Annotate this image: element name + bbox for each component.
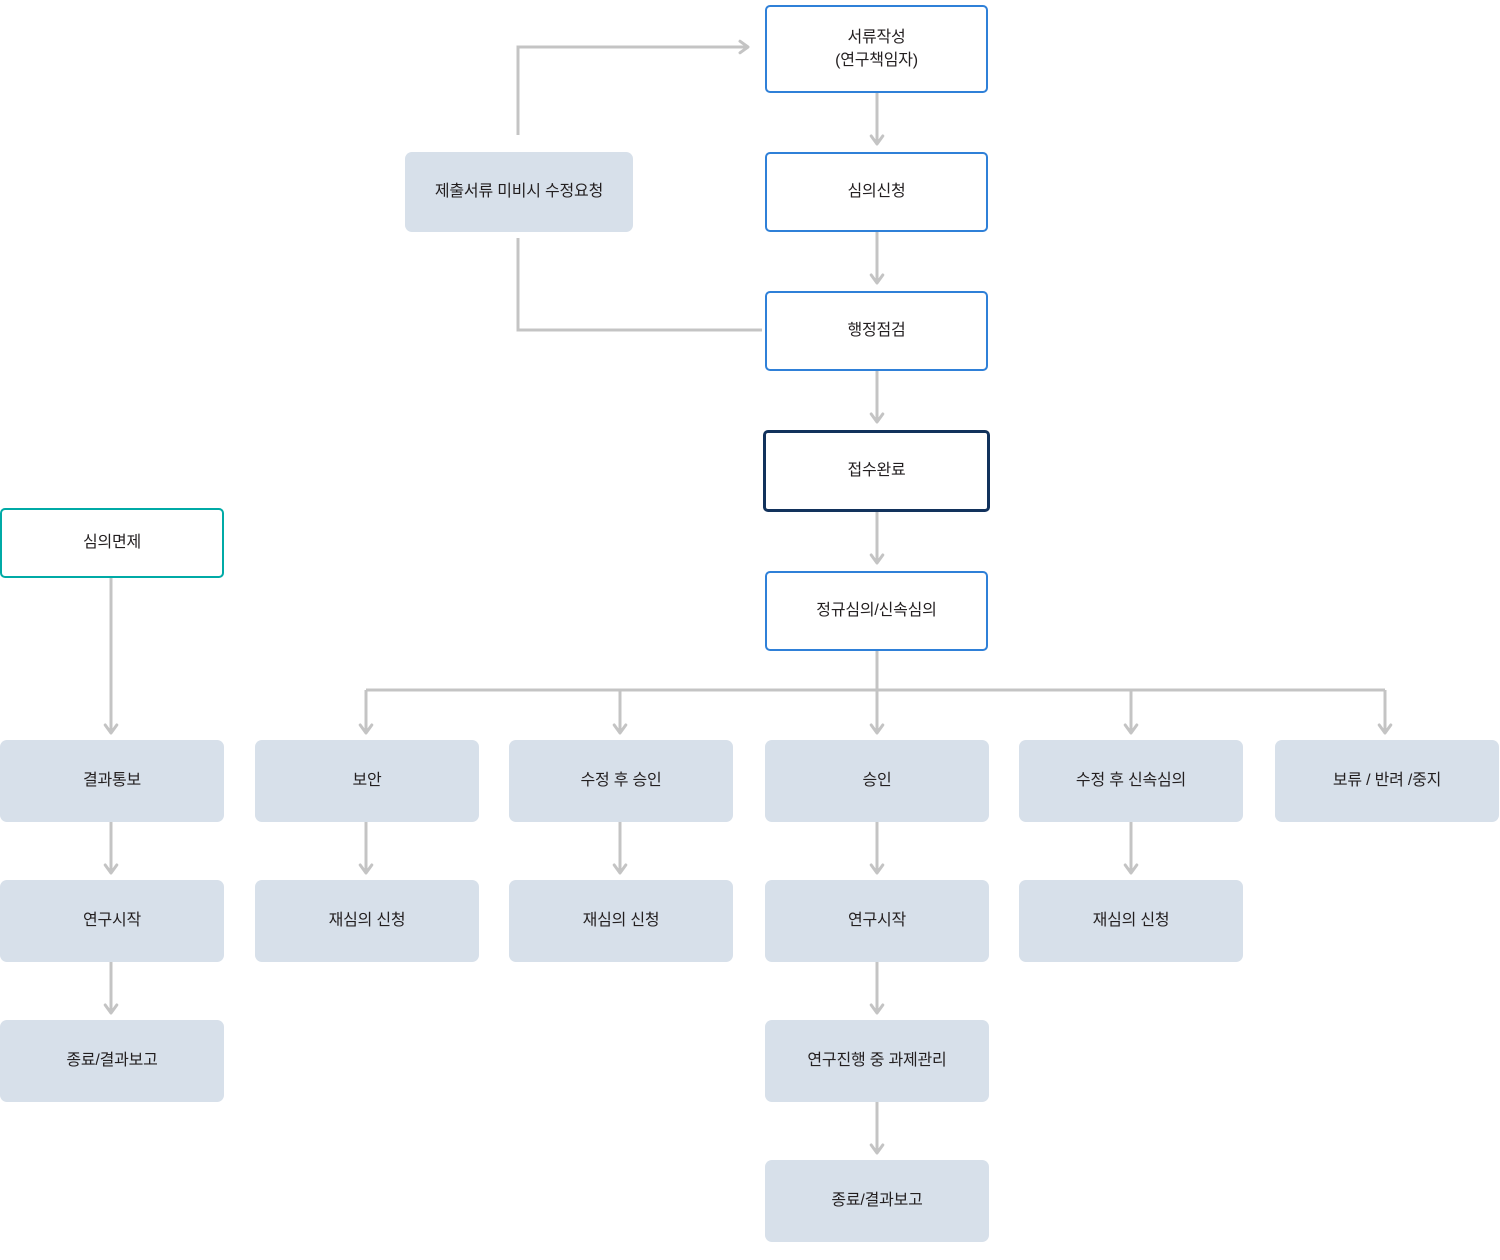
node-express-after-revision-label: 수정 후 신속심의 [1075,772,1187,790]
node-final-report-main-label: 종료/결과보고 [831,1192,923,1210]
node-reappeal-security-label: 재심의 신청 [328,912,406,930]
node-doc-prep-label: 서류작성 (연구책임자) [835,28,918,69]
node-exemption-label: 심의면제 [82,534,142,552]
node-reappeal-express-revision-label: 재심의 신청 [1092,912,1170,930]
node-result-notice-label: 결과통보 [82,772,142,790]
node-security[interactable]: 보안 [255,740,479,822]
node-approve[interactable]: 승인 [765,740,989,822]
node-start-research-main[interactable]: 연구시작 [765,880,989,962]
node-ongoing-management-label: 연구진행 중 과제관리 [807,1052,947,1070]
node-final-report-left[interactable]: 종료/결과보고 [0,1020,224,1102]
node-reappeal-security[interactable]: 재심의 신청 [255,880,479,962]
node-receipt-done[interactable]: 접수완료 [763,430,990,512]
node-express-after-revision[interactable]: 수정 후 신속심의 [1019,740,1243,822]
node-review-request[interactable]: 심의신청 [765,152,988,232]
node-reappeal-approve-revision-label: 재심의 신청 [582,912,660,930]
node-revision-request-note-label: 제출서류 미비시 수정요청 [434,183,604,201]
node-admin-check[interactable]: 행정점검 [765,291,988,371]
node-review-request-label: 심의신청 [847,183,906,201]
node-approve-after-revision-label: 수정 후 승인 [580,772,662,790]
node-regular-express-label: 정규심의/신속심의 [816,602,937,620]
node-admin-check-label: 행정점검 [847,322,906,340]
node-receipt-done-label: 접수완료 [847,462,906,480]
node-revision-request-note[interactable]: 제출서류 미비시 수정요청 [405,152,633,232]
node-reappeal-express-revision[interactable]: 재심의 신청 [1019,880,1243,962]
node-hold-return-stop[interactable]: 보류 / 반려 /중지 [1275,740,1499,822]
node-start-research-left-label: 연구시작 [82,912,142,930]
node-ongoing-management[interactable]: 연구진행 중 과제관리 [765,1020,989,1102]
node-final-report-left-label: 종료/결과보고 [66,1052,158,1070]
node-start-research-main-label: 연구시작 [847,912,907,930]
node-final-report-main[interactable]: 종료/결과보고 [765,1160,989,1242]
edge-feedback-upper [516,39,750,135]
node-start-research-left[interactable]: 연구시작 [0,880,224,962]
node-doc-prep[interactable]: 서류작성 (연구책임자) [765,5,988,93]
node-regular-express[interactable]: 정규심의/신속심의 [765,571,988,651]
node-approve-label: 승인 [862,772,892,790]
node-exemption[interactable]: 심의면제 [0,508,224,578]
node-hold-return-stop-label: 보류 / 반려 /중지 [1332,772,1442,790]
edge-feedback-lower [516,238,762,332]
node-security-label: 보안 [352,772,382,790]
node-approve-after-revision[interactable]: 수정 후 승인 [509,740,733,822]
node-result-notice[interactable]: 결과통보 [0,740,224,822]
node-reappeal-approve-revision[interactable]: 재심의 신청 [509,880,733,962]
